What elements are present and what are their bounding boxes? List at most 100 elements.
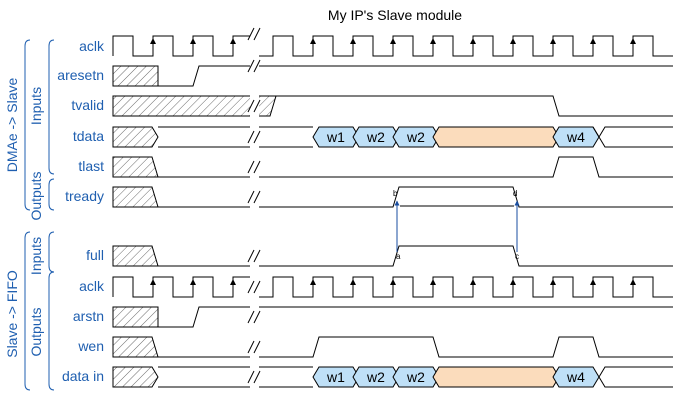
bus-tdata-idle-top [158, 126, 313, 148]
side-label-dmae-slave: DMAe -> Slave [4, 78, 20, 173]
signal-label-tvalid: tvalid [71, 97, 104, 113]
edge-arrow [590, 38, 596, 44]
break-line [253, 27, 261, 41]
edge-arrow [590, 279, 596, 285]
bracket-slave-fifo [24, 231, 31, 391]
break-line [247, 310, 255, 324]
edge-arrow [510, 279, 516, 285]
edge-arrow [630, 279, 636, 285]
group-label-dmae-inputs: Inputs [28, 87, 44, 125]
edge-arrow [310, 279, 316, 285]
break-line [253, 190, 261, 204]
bus-data-in-label-4: w4 [566, 369, 585, 385]
edge-arrow [390, 38, 396, 44]
marker-d: d [513, 189, 517, 198]
break-line [247, 27, 255, 41]
wave-tready [158, 186, 673, 208]
bus-data-in: w1 w2 w2 w4 [158, 366, 673, 388]
wave-tvalid [276, 95, 673, 117]
bus-tdata-label-4: w4 [566, 129, 585, 145]
group-label-fifo-inputs: Inputs [28, 237, 44, 275]
bracket-dmae-outputs [48, 178, 55, 211]
bus-data-in-idle-tail [598, 366, 673, 388]
hatch-arstn [112, 306, 159, 328]
break-line [253, 370, 261, 384]
break-line [253, 310, 261, 324]
group-label-dmae-outputs: Outputs [28, 171, 44, 220]
break-line [253, 130, 261, 144]
break-line [253, 280, 261, 294]
signal-label-aclk: aclk [79, 38, 105, 54]
break-line [247, 370, 255, 384]
break-line [247, 59, 255, 73]
edge-arrow [470, 279, 476, 285]
edge-arrow [430, 38, 436, 44]
hatch-aresetn [112, 65, 159, 87]
edge-arrow [550, 279, 556, 285]
break-line [247, 340, 255, 354]
bus-tdata-wait [432, 126, 560, 148]
bus-data-in-label-1: w1 [326, 369, 345, 385]
side-label-slave-fifo: Slave -> FIFO [4, 270, 20, 358]
dont-care-regions [112, 65, 277, 388]
bracket-fifo-outputs [48, 271, 55, 391]
time-break-marks [247, 27, 261, 390]
break-line [253, 249, 261, 263]
break-line [253, 160, 261, 174]
signal-label-aclk-fifo: aclk [79, 278, 105, 294]
break-line [247, 190, 255, 204]
signal-label-tready: tready [65, 188, 104, 204]
signal-label-arstn: arstn [73, 308, 104, 324]
edge-arrow [150, 38, 156, 44]
break-line [247, 249, 255, 263]
signal-label-aresetn: aresetn [57, 67, 104, 83]
clock-waveforms [112, 35, 673, 298]
bus-tdata-label-1: w1 [326, 129, 345, 145]
wave-tlast [158, 156, 673, 178]
hatch-tlast [112, 156, 159, 178]
edge-arrow [470, 38, 476, 44]
break-line [247, 160, 255, 174]
signal-waveforms [158, 65, 673, 358]
edge-arrow [550, 38, 556, 44]
edge-arrow [390, 279, 396, 285]
edge-arrow [230, 279, 236, 285]
bus-data-in-label-2: w2 [366, 369, 385, 385]
wave-full [158, 245, 673, 267]
signal-label-full: full [86, 247, 104, 263]
marker-c: c [515, 252, 519, 261]
break-line [247, 280, 255, 294]
hatch-tdata [112, 126, 159, 148]
clock-edge-arrows [150, 38, 636, 285]
bracket-dmae-slave [24, 39, 31, 211]
bus-data-in-wait [432, 366, 560, 388]
signal-label-data-in: data in [62, 368, 104, 384]
wave-arstn [158, 306, 673, 328]
break-line [253, 99, 261, 113]
diagram-title: My IP's Slave module [328, 7, 462, 23]
hatch-wen [112, 336, 159, 358]
time-break-gap [250, 34, 259, 390]
break-line [247, 99, 255, 113]
bracket-dmae-inputs [48, 39, 55, 175]
bus-tdata-label-3: w2 [406, 129, 425, 145]
bracket-fifo-inputs [48, 231, 55, 273]
bus-data-in-idle-top [158, 366, 313, 388]
wave-aclk-fifo [112, 276, 673, 298]
edge-arrow [510, 38, 516, 44]
wave-aclk [112, 35, 673, 57]
wave-wen [158, 336, 673, 358]
break-line [253, 340, 261, 354]
edge-arrow [430, 279, 436, 285]
break-line [247, 130, 255, 144]
signal-label-tlast: tlast [78, 158, 104, 174]
bus-data-in-label-3: w2 [406, 369, 425, 385]
edge-arrow [630, 38, 636, 44]
signal-label-wen: wen [77, 338, 104, 354]
hatch-tvalid [112, 95, 277, 117]
bus-tdata-label-2: w2 [366, 129, 385, 145]
edge-arrow [190, 38, 196, 44]
edge-arrow [350, 279, 356, 285]
hatch-data-in [112, 366, 159, 388]
